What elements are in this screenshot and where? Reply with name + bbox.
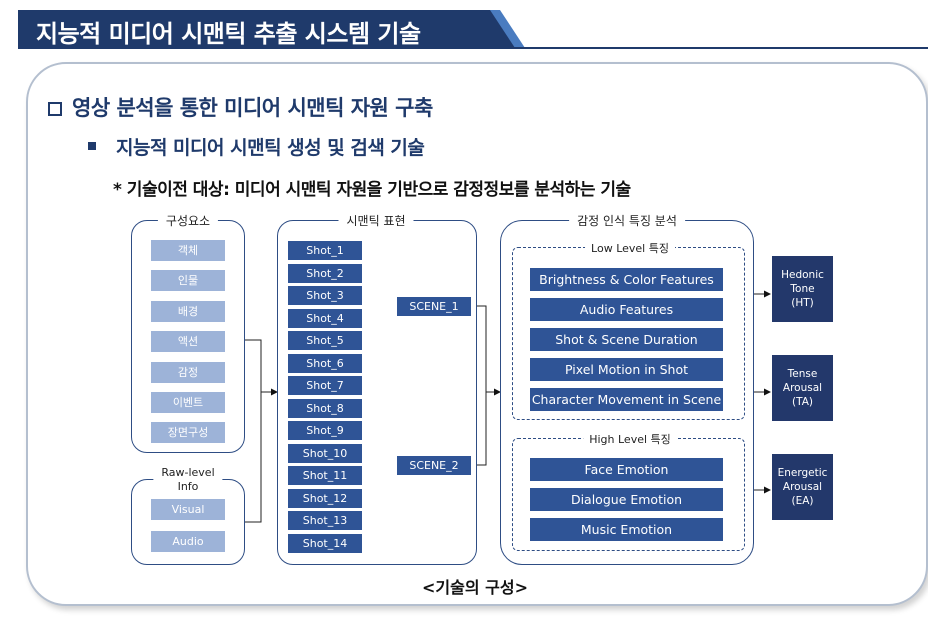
shot-box: Shot_8 bbox=[288, 398, 362, 418]
checkbox-bullet-icon bbox=[48, 102, 62, 116]
output-line: Arousal bbox=[782, 382, 823, 394]
heading-2-text: 지능적 미디어 시맨틱 생성 및 검색 기술 bbox=[116, 137, 425, 159]
output-line: (EA) bbox=[791, 495, 814, 507]
component-item: 인물 bbox=[151, 270, 225, 291]
shot-box: Shot_5 bbox=[288, 331, 362, 350]
raw-info-label: Raw-level Info bbox=[153, 466, 223, 494]
shot-box: Shot_12 bbox=[288, 488, 362, 508]
high-level-feature: Music Emotion bbox=[530, 518, 723, 541]
heading-1: 영상 분석을 통한 미디어 시맨틱 자원 구축 bbox=[48, 92, 433, 122]
title-underline bbox=[18, 47, 928, 49]
page-title: 지능적 미디어 시맨틱 추출 시스템 기술 bbox=[36, 20, 421, 48]
output-line: Tense bbox=[787, 368, 818, 380]
semantic-label: 시맨틱 표현 bbox=[338, 212, 414, 229]
shot-box: Shot_11 bbox=[288, 466, 362, 485]
heading-3: * 기술이전 대상: 미디어 시맨틱 자원을 기반으로 감정정보를 분석하는 기… bbox=[113, 180, 631, 200]
shot-box: Shot_2 bbox=[288, 263, 362, 283]
shot-box: Shot_9 bbox=[288, 421, 362, 440]
shot-box: Shot_1 bbox=[288, 241, 362, 260]
title-banner bbox=[18, 10, 523, 48]
high-level-feature: Dialogue Emotion bbox=[530, 488, 723, 511]
shot-box: Shot_14 bbox=[288, 533, 362, 553]
raw-info-item: Visual bbox=[151, 499, 225, 520]
scene-box: SCENE_1 bbox=[397, 297, 471, 316]
scene-box: SCENE_2 bbox=[397, 456, 471, 475]
connector-components bbox=[244, 339, 276, 393]
high-level-label: High Level 특징 bbox=[583, 431, 677, 447]
low-level-feature: Brightness & Color Features bbox=[530, 268, 723, 291]
heading-2: 지능적 미디어 시맨틱 생성 및 검색 기술 bbox=[88, 133, 425, 160]
figure-caption: <기술의 구성> bbox=[422, 578, 528, 597]
low-level-feature: Pixel Motion in Shot bbox=[530, 358, 723, 381]
low-level-label: Low Level 특징 bbox=[585, 240, 675, 256]
output-line: Hedonic bbox=[781, 269, 824, 281]
shot-box: Shot_13 bbox=[288, 511, 362, 530]
connector-raw bbox=[244, 392, 262, 523]
output-line: Tone bbox=[790, 283, 815, 295]
output-line: (HT) bbox=[791, 297, 814, 309]
shot-box: Shot_3 bbox=[288, 286, 362, 305]
component-item: 객체 bbox=[151, 240, 225, 261]
shot-box: Shot_4 bbox=[288, 308, 362, 328]
heading-1-text: 영상 분석을 통한 미디어 시맨틱 자원 구축 bbox=[72, 96, 433, 120]
shot-box: Shot_6 bbox=[288, 353, 362, 373]
component-item: 배경 bbox=[151, 301, 225, 322]
square-bullet-icon bbox=[88, 142, 96, 150]
component-item: 장면구성 bbox=[151, 422, 225, 443]
shot-box: Shot_7 bbox=[288, 376, 362, 395]
component-item: 이벤트 bbox=[151, 392, 225, 413]
component-item: 감정 bbox=[151, 362, 225, 383]
shot-box: Shot_10 bbox=[288, 443, 362, 463]
low-level-feature: Character Movement in Scene bbox=[530, 388, 723, 411]
raw-info-item: Audio bbox=[151, 531, 225, 552]
emotion-label: 감정 인식 특징 분석 bbox=[569, 212, 685, 229]
connector-scenes bbox=[471, 305, 487, 466]
low-level-feature: Audio Features bbox=[530, 298, 723, 321]
output-line: Arousal bbox=[782, 481, 823, 493]
components-label: 구성요소 bbox=[157, 212, 219, 229]
raw-info-label-line2: Info bbox=[177, 480, 199, 493]
component-item: 액션 bbox=[151, 331, 225, 352]
high-level-feature: Face Emotion bbox=[530, 458, 723, 481]
low-level-feature: Shot & Scene Duration bbox=[530, 328, 723, 351]
raw-info-label-line1: Raw-level bbox=[161, 466, 215, 479]
output-line: Energetic bbox=[777, 467, 828, 479]
output-line: (TA) bbox=[792, 396, 813, 408]
